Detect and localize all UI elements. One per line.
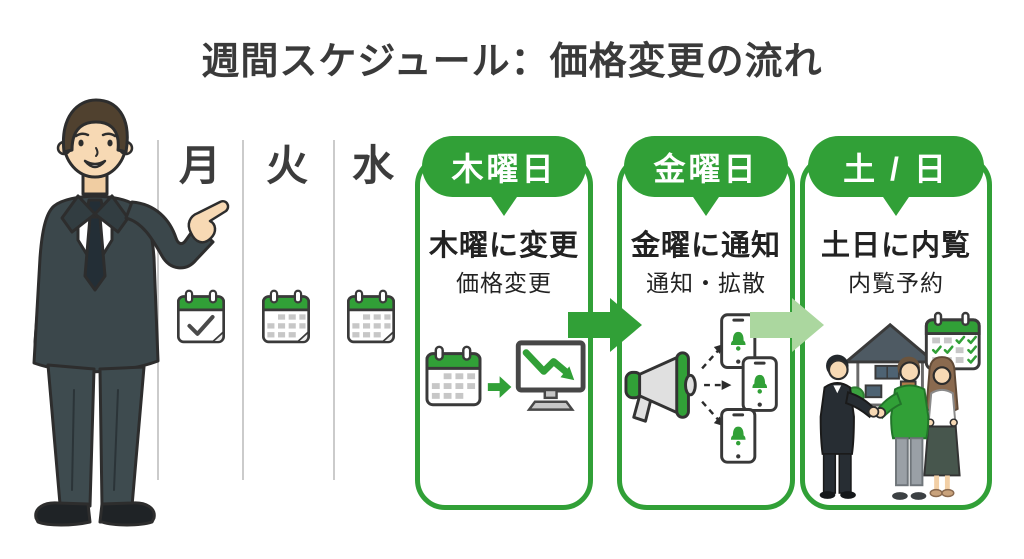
flow-card-thursday: 木曜日 木曜に変更 価格変更 xyxy=(415,136,593,510)
card-subheading: 価格変更 xyxy=(456,270,552,296)
weekday-divider xyxy=(333,140,335,480)
agent-figure xyxy=(819,354,880,499)
card-heading: 木曜に変更 xyxy=(428,230,579,262)
calendar-to-price-drop-monitor-illustration xyxy=(425,340,586,411)
weekday-divider xyxy=(242,140,244,480)
day-badge-label: 土 / 日 xyxy=(843,150,949,187)
calendar-grid-icon xyxy=(347,289,395,344)
card-heading: 金曜に通知 xyxy=(630,230,781,262)
day-badge-label: 金曜日 xyxy=(653,150,759,187)
badge-tail xyxy=(691,194,721,216)
card-subheading: 通知・拡散 xyxy=(646,270,766,296)
weekday-label-mon: 月 xyxy=(178,142,221,189)
day-badge-thursday: 木曜日 xyxy=(422,136,586,197)
weekday-label-wed: 水 xyxy=(351,142,394,189)
weekday-label-tue: 火 xyxy=(265,142,308,189)
notification-phone-icon xyxy=(741,356,778,412)
woman-figure xyxy=(923,356,961,498)
badge-tail xyxy=(489,194,519,216)
day-badge-label: 木曜日 xyxy=(451,150,557,187)
monitor-price-drop-icon xyxy=(515,340,586,411)
calendar-check-icon xyxy=(177,289,225,344)
notification-phone-icon xyxy=(720,408,757,464)
flow-arrow-friday-to-weekend xyxy=(750,298,824,352)
calendar-grid-icon xyxy=(262,289,310,344)
badge-tail xyxy=(881,194,911,216)
flow-arrow-thursday-to-friday xyxy=(568,298,642,352)
weekend-house-viewing-handshake-illustration xyxy=(819,311,981,500)
notification-phone-icon xyxy=(720,313,757,369)
broadcast-arrows xyxy=(701,350,724,421)
right-arrow-icon xyxy=(487,376,512,398)
calendar-grid-icon xyxy=(425,345,482,407)
weekday-divider xyxy=(157,140,159,480)
card-heading: 土日に内覧 xyxy=(820,230,971,262)
megaphone-icon xyxy=(624,351,697,423)
day-badge-friday: 金曜日 xyxy=(624,136,788,197)
flow-card-weekend: 土 / 日 土日に内覧 内覧予約 xyxy=(800,136,992,510)
day-badge-weekend: 土 / 日 xyxy=(808,136,984,197)
megaphone-broadcast-to-phones-illustration xyxy=(624,313,778,464)
page-title: 週間スケジュール：価格変更の流れ xyxy=(201,41,823,83)
card-subheading: 内覧予約 xyxy=(848,270,944,296)
businessman-pointing-illustration xyxy=(32,98,230,527)
